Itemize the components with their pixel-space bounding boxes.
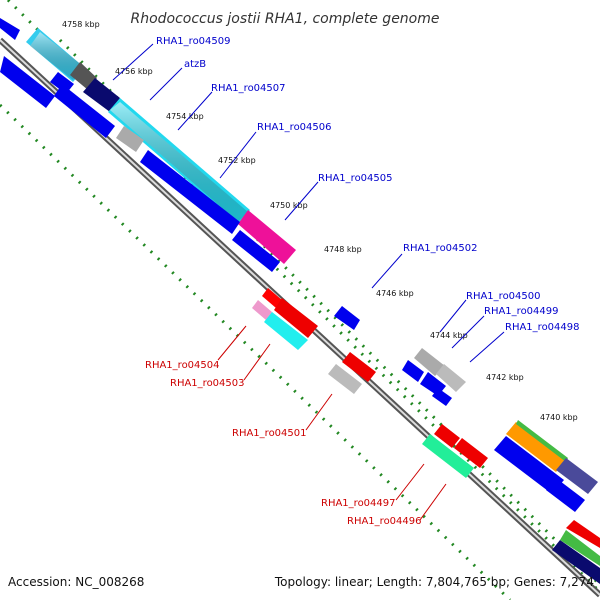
gene-label-forward[interactable]: RHA1_ro04507 [211,83,286,94]
reverse-gene-labels: RHA1_ro04504 RHA1_ro04503 RHA1_ro04501 R… [145,325,447,527]
gene-label-forward[interactable]: RHA1_ro04499 [484,306,559,317]
gene-label-reverse[interactable]: RHA1_ro04504 [145,360,220,371]
tick-label: 4754 kbp [166,112,204,121]
cds-feature [252,300,272,320]
cds-feature [264,312,308,350]
genome-title: Rhodococcus jostii RHA1, complete genome [130,11,439,27]
accession-text: Accession: NC_008268 [8,575,144,589]
cds-feature [552,540,600,584]
cds-feature [432,388,452,406]
gene-label-forward[interactable]: RHA1_ro04506 [257,122,332,133]
cds-feature [434,424,460,448]
cds-feature [70,62,97,90]
cds-feature [546,478,585,512]
forward-features [0,18,600,584]
gene-label-reverse[interactable]: RHA1_ro04501 [232,428,307,439]
tick-label: 4742 kbp [486,373,524,382]
cds-feature [566,520,600,548]
cds-feature [232,230,280,272]
cds-feature [50,72,74,94]
cds-feature [334,306,360,330]
cds-feature [402,360,424,382]
cds-feature [262,288,282,308]
tick-label: 4756 kbp [115,67,153,76]
gene-label-forward[interactable]: RHA1_ro04502 [403,243,478,254]
cds-feature [506,422,566,472]
cds-feature [436,364,466,392]
cds-feature [516,420,568,462]
gene-label-forward[interactable]: atzB [184,59,206,70]
tick-label: 4744 kbp [430,331,468,340]
cds-feature [110,102,248,222]
tick-label: 4746 kbp [376,289,414,298]
cds-feature [556,458,598,494]
cds-feature [30,32,83,80]
forward-gene-labels: RHA1_ro04509 atzB RHA1_ro04507 RHA1_ro04… [112,36,580,363]
gene-label-forward[interactable]: RHA1_ro04498 [505,322,580,333]
tick-label: 4758 kbp [62,20,100,29]
cds-feature [328,364,362,394]
tick-labels: 4758 kbp 4756 kbp 4754 kbp 4752 kbp 4750… [62,20,578,422]
gene-label-reverse[interactable]: RHA1_ro04496 [347,516,422,527]
cds-feature [414,348,445,376]
cds-feature [274,298,318,338]
tick-label: 4752 kbp [218,156,256,165]
cds-feature [0,56,55,108]
tick-label: 4750 kbp [270,201,308,210]
cds-feature [116,126,144,152]
gene-label-forward[interactable]: RHA1_ro04500 [466,291,541,302]
gene-label-forward[interactable]: RHA1_ro04505 [318,173,393,184]
gene-label-forward[interactable]: RHA1_ro04509 [156,36,231,47]
cds-feature [422,434,474,478]
topology-text: Topology: linear; Length: 7,804,765 bp; … [274,575,594,589]
cds-feature [494,436,564,494]
gene-label-reverse[interactable]: RHA1_ro04503 [170,378,245,389]
cds-feature [54,84,115,138]
cds-feature [560,530,600,566]
reverse-features [252,288,600,548]
tick-label: 4740 kbp [540,413,578,422]
cds-feature [454,438,488,468]
cds-feature [238,210,296,264]
cds-feature [342,352,376,382]
cds-feature [83,78,120,112]
gene-label-reverse[interactable]: RHA1_ro04497 [321,498,396,509]
cds-feature [0,18,20,40]
cds-feature [140,150,240,234]
tick-label: 4748 kbp [324,245,362,254]
